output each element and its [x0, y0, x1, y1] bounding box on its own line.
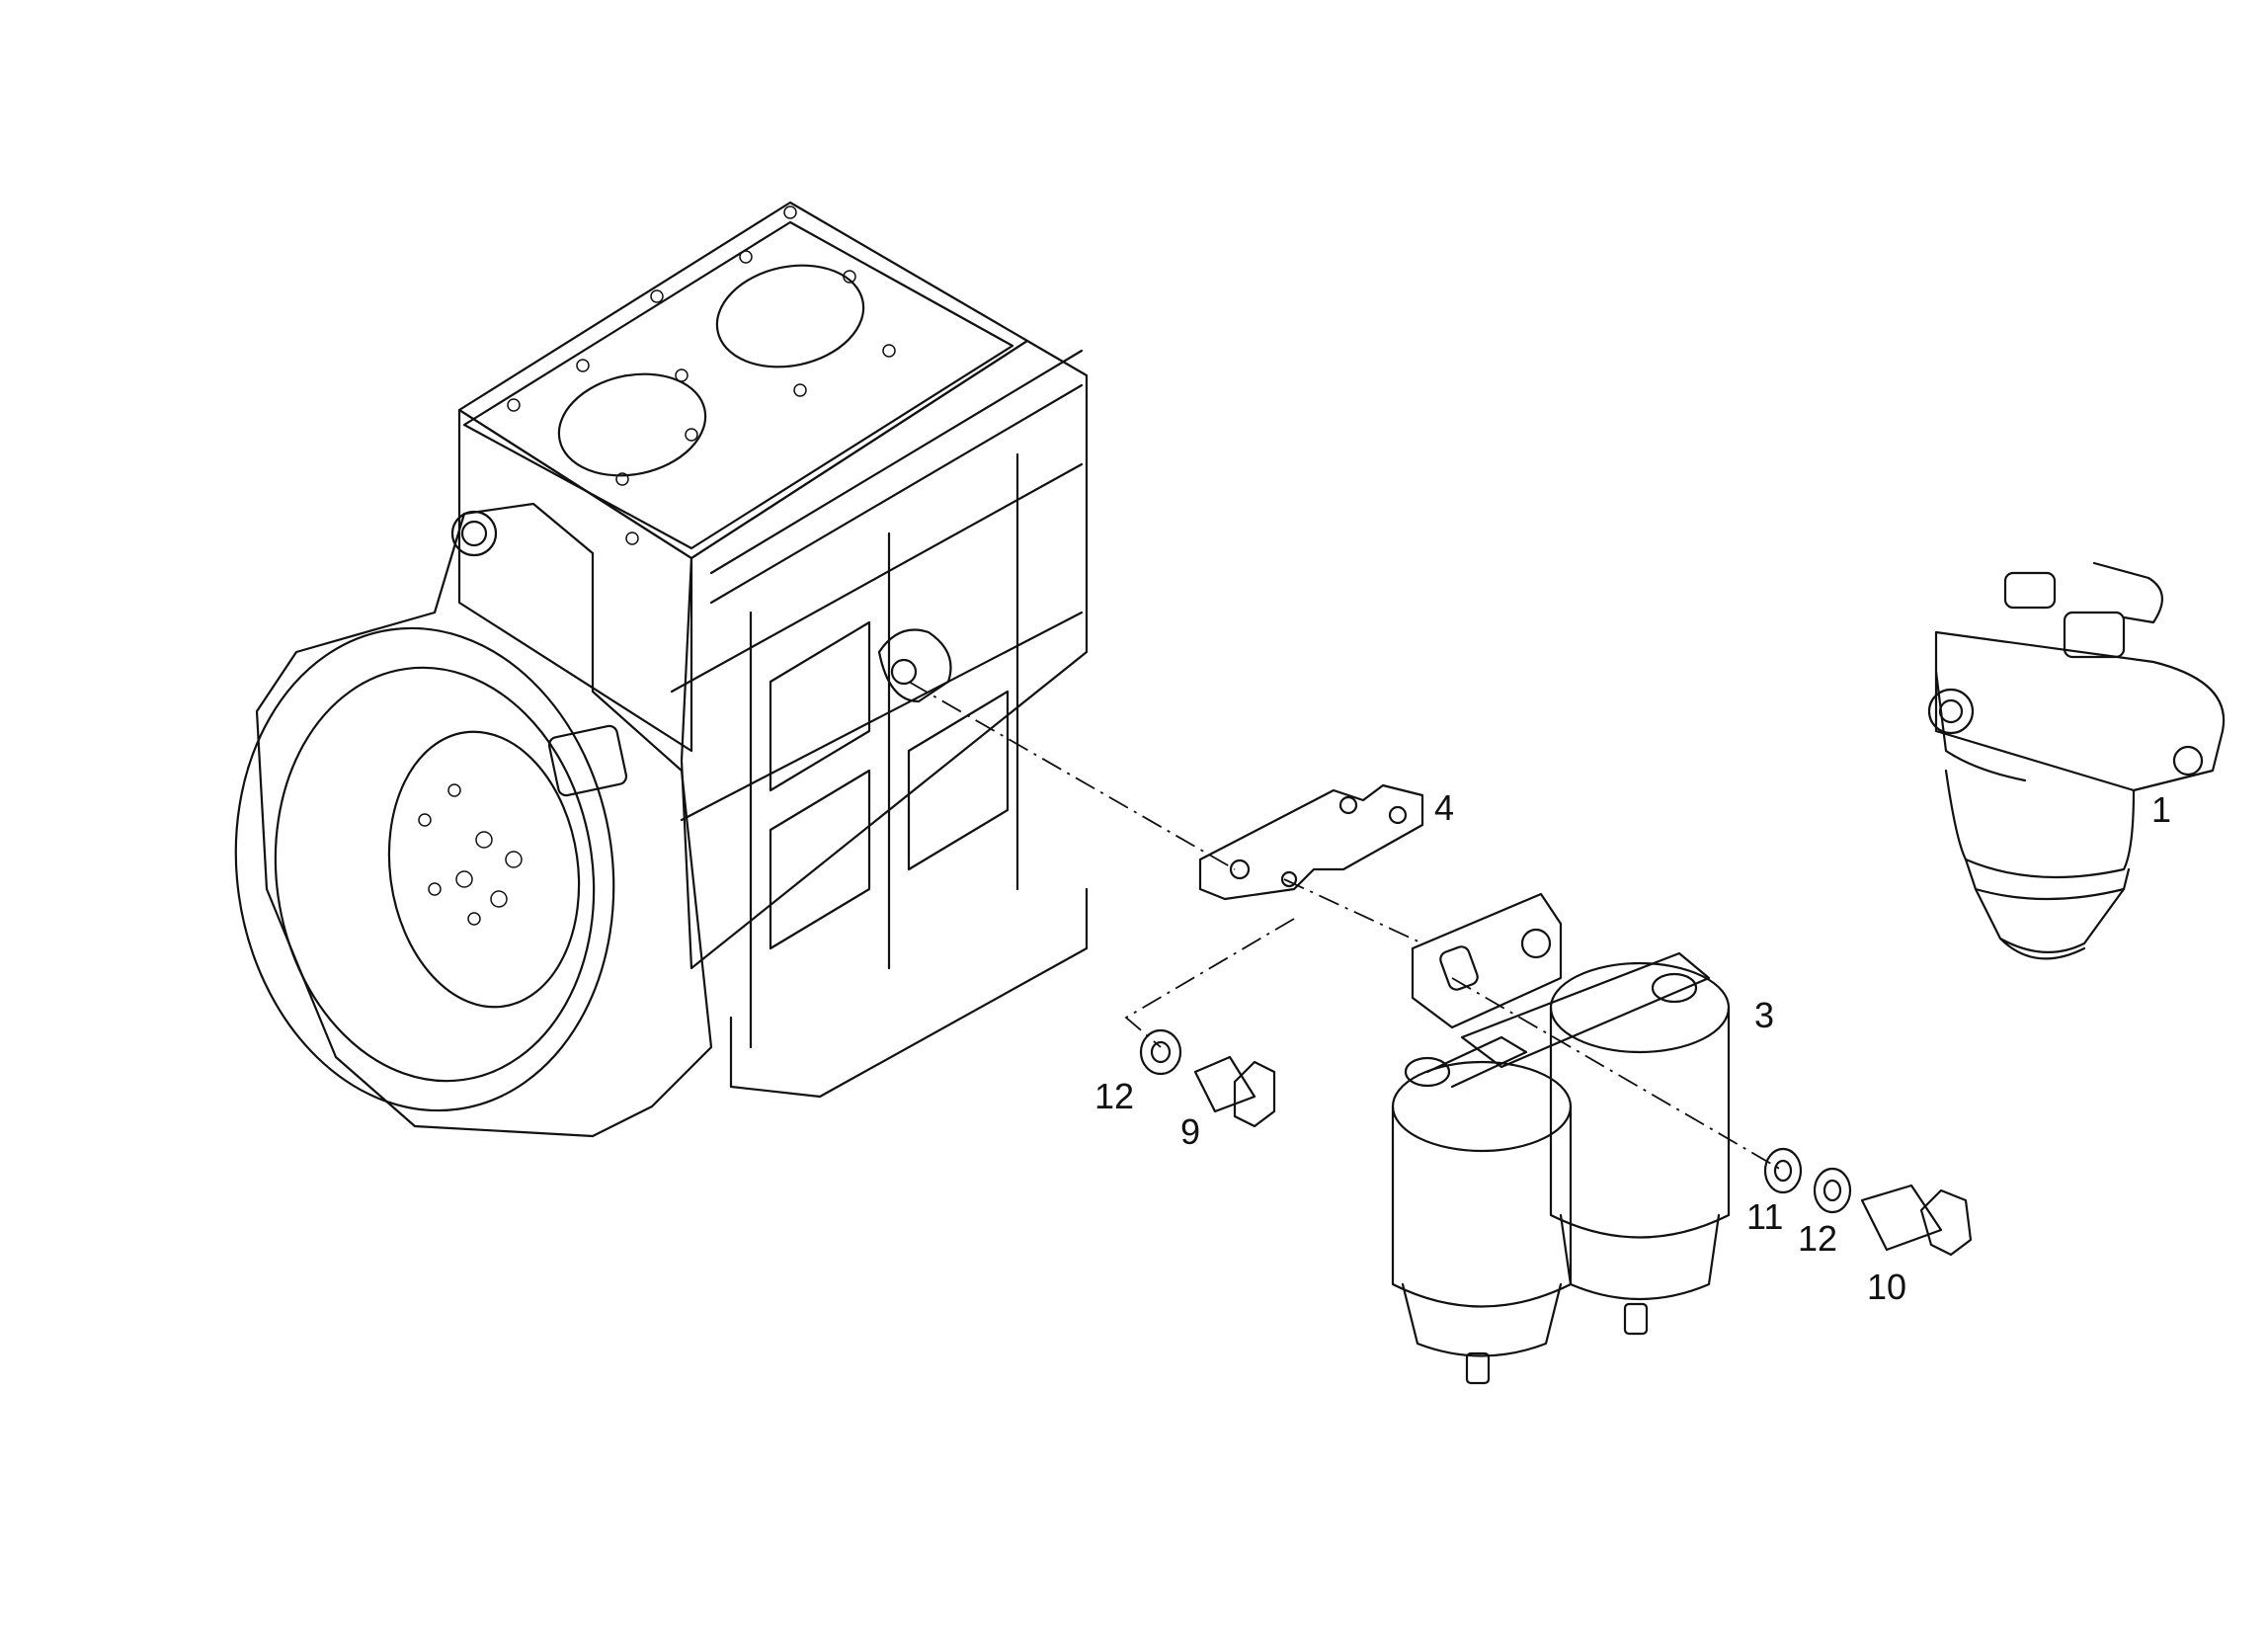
callout-10: 10	[1867, 1267, 1907, 1307]
washer-12-right	[1813, 1167, 1852, 1214]
bracket-4	[1198, 783, 1424, 901]
callout-12-right: 12	[1798, 1218, 1838, 1259]
fuel-filter-3	[1391, 892, 1731, 1385]
bolt-10	[1860, 1184, 1973, 1257]
callout-4: 4	[1434, 787, 1455, 828]
washer-12-left	[1139, 1028, 1182, 1076]
callout-9: 9	[1180, 1111, 1201, 1152]
callout-1: 1	[2151, 789, 2172, 830]
callout-3: 3	[1754, 995, 1775, 1035]
callout-11: 11	[1746, 1196, 1784, 1237]
bolt-9	[1193, 1055, 1276, 1128]
fuel-filter-1	[1927, 561, 2226, 960]
callout-12-left: 12	[1094, 1076, 1135, 1116]
assembly-lines	[908, 681, 1784, 1172]
washer-11	[1763, 1147, 1803, 1194]
flywheel-housing	[234, 502, 713, 1138]
engine-block	[457, 201, 1089, 1099]
